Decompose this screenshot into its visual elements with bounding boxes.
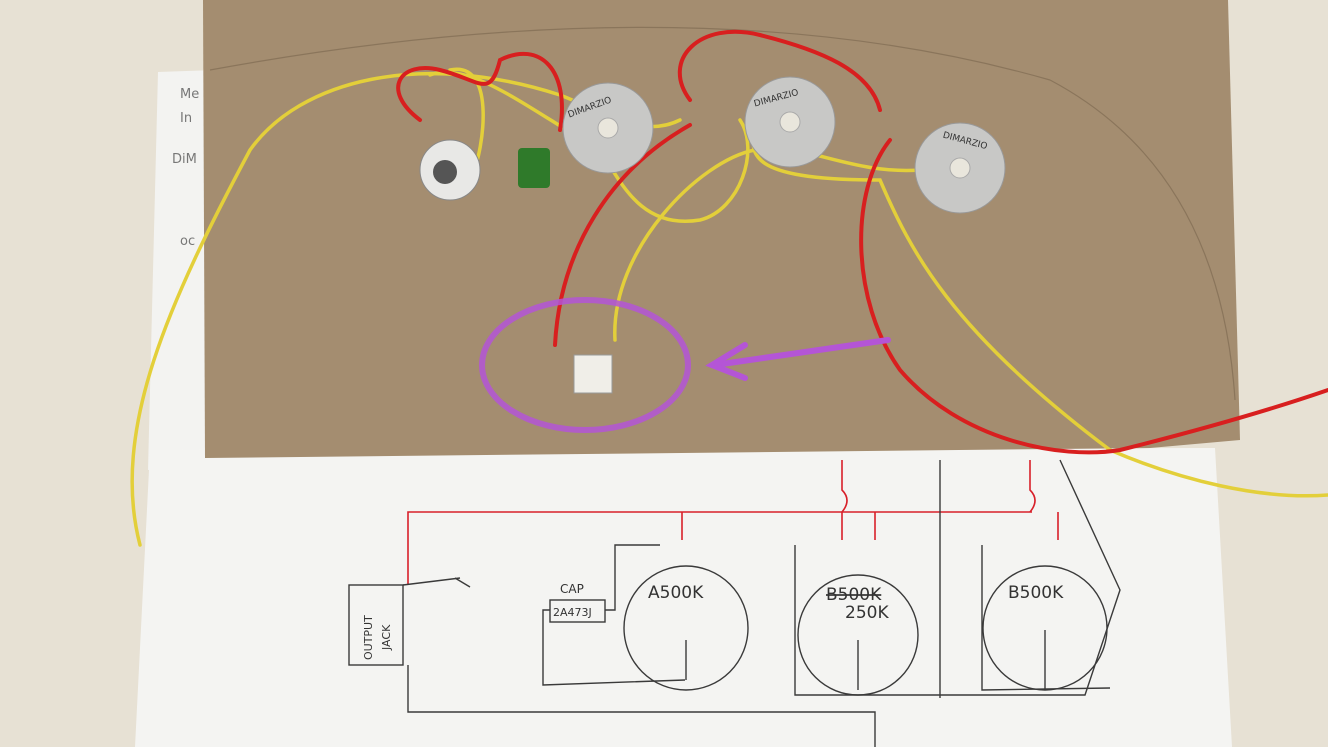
red-wire [553,123,692,347]
red-wire [396,51,564,132]
potentiometer-1: DIMARZIO [562,82,654,174]
jack-label: OUTPUT [362,615,375,660]
schematic-jack [348,584,404,666]
schematic-paper [135,448,1232,747]
output-jack-part [419,139,481,201]
pot2-label: 250K [845,603,889,623]
cardboard-board [203,0,1240,458]
schematic-drawing: OUTPUT JACK CAP 2A473J A500K B500K 250K … [348,459,1121,747]
red-wire [859,138,1328,455]
yellow-wire [428,70,750,224]
yellow-wire [751,118,1328,498]
pot1-label: A500K [648,583,704,603]
notes-line: DiM [172,152,197,167]
capacitor-part [518,148,550,188]
pot3-label: B500K [1008,583,1064,603]
highlight-circle [479,297,691,433]
cap-value: 2A473J [553,606,592,619]
cap-label: CAP [560,582,584,596]
schematic-pot-1 [623,565,749,691]
jack-label: JACK [380,624,393,651]
schematic-cap [549,599,606,623]
red-wire [677,29,882,112]
switch-part [573,354,613,394]
arrow-annotation [705,337,891,381]
potentiometer-2: DIMARZIO [744,76,836,168]
notes-text: Me In DiM oc [172,87,199,249]
pot2-label-struck: B500K [826,585,882,605]
potentiometer-3: DIMARZIO [914,122,1006,214]
cardboard-arc [209,26,1236,401]
notes-line: oc [180,234,195,249]
notes-line: Me [180,87,199,102]
notes-paper [148,70,215,470]
yellow-wire [613,146,922,342]
notes-line: In [180,111,192,126]
